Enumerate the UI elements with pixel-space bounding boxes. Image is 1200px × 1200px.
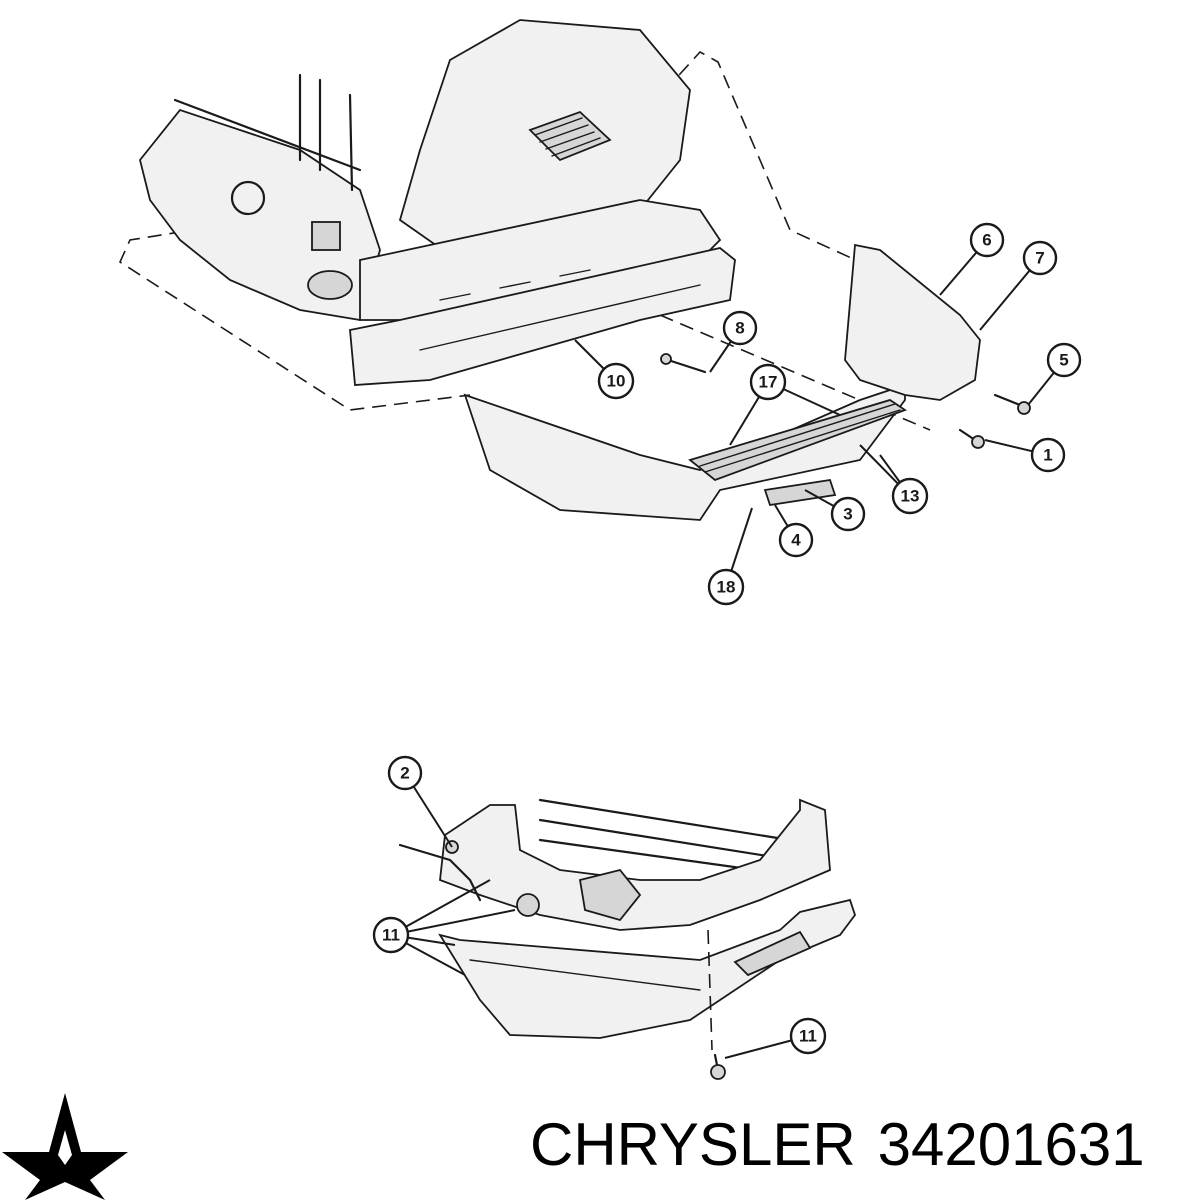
valance-edge xyxy=(469,959,701,991)
svg-text:7: 7 xyxy=(1035,249,1044,268)
chrysler-pentastar-logo xyxy=(2,1093,128,1200)
d-pillar xyxy=(298,73,354,192)
valance-tab xyxy=(733,930,812,977)
lower-valance xyxy=(438,898,857,1039)
screw-1-head xyxy=(971,435,985,449)
tail-lamp-pocket xyxy=(311,221,341,251)
bumper-fascia xyxy=(463,383,906,521)
rear-floor-pan xyxy=(439,798,831,931)
callout-8: 8 xyxy=(722,310,758,346)
svg-text:18: 18 xyxy=(717,578,736,597)
roof-rail xyxy=(173,98,362,172)
callout-2: 2 xyxy=(387,755,423,791)
svg-text:8: 8 xyxy=(735,319,744,338)
projection-plane-left xyxy=(118,227,471,411)
svg-text:3: 3 xyxy=(843,505,852,524)
callout-10: 10 xyxy=(597,362,635,400)
callout-7: 7 xyxy=(1022,240,1058,276)
svg-text:1: 1 xyxy=(1043,446,1052,465)
left-bracket xyxy=(398,843,482,902)
fuel-door xyxy=(230,180,266,216)
svg-text:10: 10 xyxy=(607,372,626,391)
wheel-house xyxy=(307,270,353,300)
tow-hook-cover xyxy=(763,478,837,507)
pentastar-inner-icon xyxy=(58,1130,72,1165)
crossmember-slots xyxy=(439,269,591,301)
svg-text:2: 2 xyxy=(400,764,409,783)
floor-ribs xyxy=(538,798,792,874)
push-pin-8-head xyxy=(660,353,672,365)
screw-5-head xyxy=(1017,401,1031,415)
svg-text:13: 13 xyxy=(901,487,920,506)
callout-18: 18 xyxy=(707,568,745,606)
vent-slats xyxy=(534,117,601,157)
leader-11-left xyxy=(390,879,516,976)
top-assembly xyxy=(118,19,1031,521)
bottom-assembly xyxy=(398,798,857,1080)
bumper-reinforcement xyxy=(349,247,736,386)
callout-11-right: 11 xyxy=(789,1017,827,1055)
callout-3: 3 xyxy=(830,496,866,532)
part-number: 34201631 xyxy=(877,1111,1145,1178)
fascia-corner xyxy=(844,243,981,401)
callout-11-left: 11 xyxy=(372,916,410,954)
hole-grommet xyxy=(516,893,540,917)
callout-13: 13 xyxy=(891,477,929,515)
screw-5 xyxy=(993,393,1022,407)
reinforcement-edge xyxy=(419,284,701,351)
bolt-11-head xyxy=(710,1064,726,1080)
callout-5: 5 xyxy=(1046,342,1082,378)
callout-1: 1 xyxy=(1030,437,1066,473)
svg-text:11: 11 xyxy=(382,926,400,945)
callout-6: 6 xyxy=(969,222,1005,258)
callouts-bottom: 2 11 11 xyxy=(372,755,827,1055)
svg-text:6: 6 xyxy=(982,231,991,250)
callout-17: 17 xyxy=(749,363,787,401)
step-pad-ribs xyxy=(699,403,901,473)
push-pin-8 xyxy=(666,358,707,374)
svg-text:5: 5 xyxy=(1059,351,1068,370)
bolt-axis xyxy=(707,929,713,1051)
svg-text:11: 11 xyxy=(799,1027,817,1046)
brand-name: CHRYSLER xyxy=(530,1111,856,1178)
callouts-top: 6 7 8 5 10 17 1 13 3 4 18 xyxy=(597,222,1082,606)
svg-text:17: 17 xyxy=(759,373,778,392)
svg-text:4: 4 xyxy=(791,531,801,550)
part-caption: CHRYSLER 34201631 xyxy=(530,1110,1167,1179)
bracket-plate xyxy=(578,868,642,922)
callout-4: 4 xyxy=(778,522,814,558)
